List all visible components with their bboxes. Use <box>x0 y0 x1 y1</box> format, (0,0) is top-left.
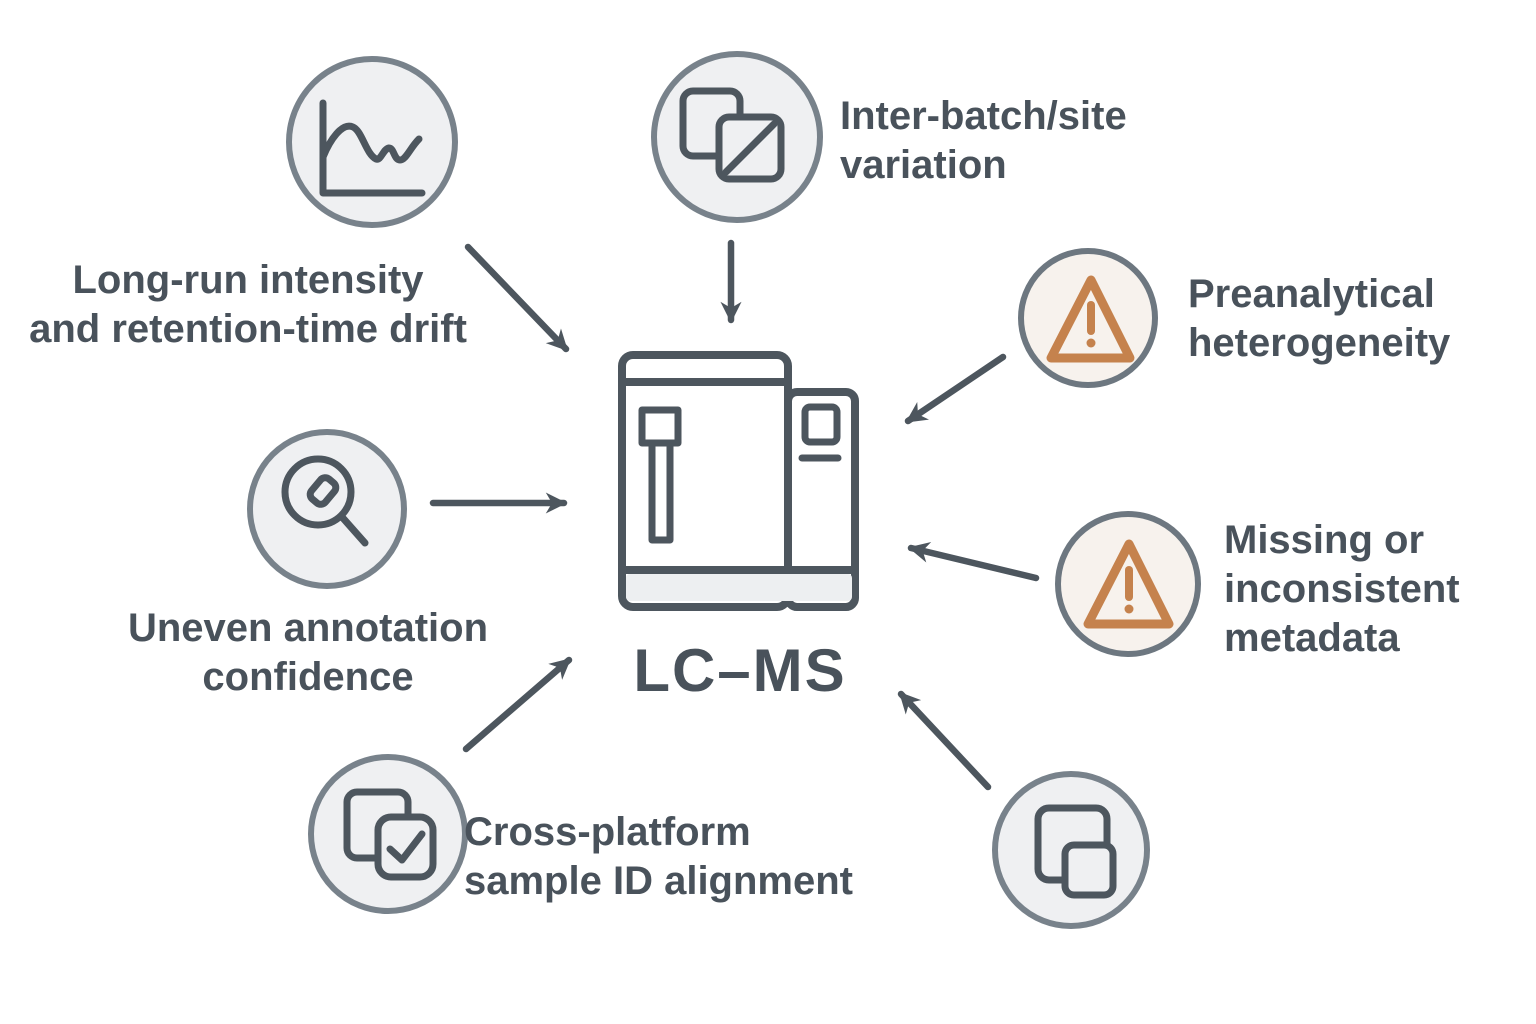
magnifier-tag-icon <box>281 455 369 547</box>
lc-ms-instrument-icon <box>618 351 859 611</box>
label-annotation: Uneven annotation confidence <box>127 606 489 699</box>
arrow-samples-to-lcms <box>897 690 992 791</box>
label-batch: Inter-batch/site variation <box>840 94 1127 187</box>
node-annotation-circle <box>247 429 407 589</box>
node-crossplatform-circle <box>308 754 468 914</box>
overlapping-squares-check-icon <box>343 788 437 881</box>
arrow-preanalytical-to-lcms <box>904 353 1007 425</box>
overlapping-squares-icon <box>1034 804 1117 899</box>
node-drift-circle <box>286 56 458 228</box>
label-preanalytical: Preanalytical heterogeneity <box>1188 272 1451 365</box>
node-metadata-circle <box>1055 511 1201 657</box>
label-crossplatform: Cross-platform sample ID alignment <box>464 810 853 903</box>
label-metadata: Missing or inconsistent metadata <box>1224 518 1460 660</box>
line-chart-icon <box>319 99 426 197</box>
node-samples-circle <box>992 771 1150 929</box>
label-drift: Long-run intensity and retention-time dr… <box>29 258 467 351</box>
warning-triangle-icon <box>1083 539 1174 629</box>
warning-triangle-icon <box>1046 275 1135 363</box>
node-batch-circle <box>651 51 823 223</box>
arrow-metadata-to-lcms <box>907 541 1040 582</box>
lcms-title: LC–MS <box>633 637 847 704</box>
node-preanalytical-circle <box>1018 248 1158 388</box>
overlapping-squares-slash-icon <box>679 87 785 183</box>
